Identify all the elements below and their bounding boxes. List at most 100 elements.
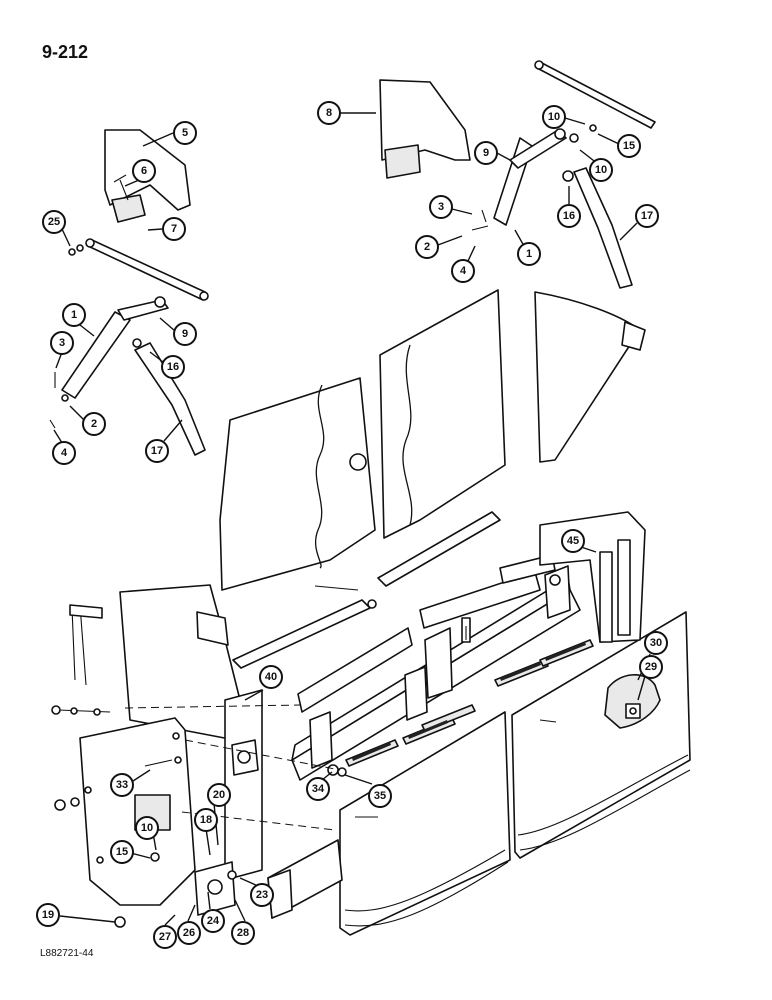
svg-text:23: 23 <box>256 889 268 901</box>
svg-text:9: 9 <box>483 147 489 159</box>
callout-29: 29 <box>639 655 663 679</box>
callout-16-right: 16 <box>557 204 581 228</box>
svg-text:5: 5 <box>182 127 188 139</box>
callout-24: 24 <box>201 909 225 933</box>
svg-text:10: 10 <box>548 111 560 123</box>
callout-6: 6 <box>132 159 156 183</box>
svg-text:15: 15 <box>623 140 635 152</box>
callout-15-right: 15 <box>617 134 641 158</box>
hardware <box>51 574 561 928</box>
callout-40: 40 <box>259 665 283 689</box>
svg-text:10: 10 <box>141 822 153 834</box>
callout-2-left: 2 <box>82 412 106 436</box>
svg-text:29: 29 <box>645 661 657 673</box>
callout-19: 19 <box>36 903 60 927</box>
svg-text:40: 40 <box>265 671 277 683</box>
side-shield-right <box>534 291 646 463</box>
svg-text:19: 19 <box>42 909 54 921</box>
svg-text:9: 9 <box>182 328 188 340</box>
linkage-left <box>49 296 206 456</box>
svg-text:4: 4 <box>460 265 467 277</box>
deflector-panel-right <box>379 79 471 179</box>
cross-tube-upper <box>377 511 501 587</box>
svg-text:1: 1 <box>526 248 532 260</box>
callout-7: 7 <box>162 217 186 241</box>
callout-33: 33 <box>110 773 134 797</box>
svg-text:3: 3 <box>59 337 65 349</box>
svg-text:27: 27 <box>159 931 171 943</box>
svg-text:6: 6 <box>141 165 147 177</box>
callout-28: 28 <box>231 921 255 945</box>
callout-3-right: 3 <box>429 195 453 219</box>
svg-text:26: 26 <box>183 927 195 939</box>
callout-20: 20 <box>207 783 231 807</box>
svg-text:17: 17 <box>641 210 653 222</box>
callout-25: 25 <box>42 210 66 234</box>
callout-23: 23 <box>250 883 274 907</box>
callout-17-left: 17 <box>145 439 169 463</box>
callout-10-right: 10 <box>589 158 613 182</box>
cross-frame <box>291 565 581 781</box>
callout-1-right: 1 <box>517 242 541 266</box>
svg-text:4: 4 <box>61 447 68 459</box>
svg-text:8: 8 <box>326 107 332 119</box>
callout-34: 34 <box>306 777 330 801</box>
svg-text:3: 3 <box>438 201 444 213</box>
callout-4-left: 4 <box>52 441 76 465</box>
callout-2-right: 2 <box>415 235 439 259</box>
callout-5: 5 <box>173 121 197 145</box>
callout-9-left: 9 <box>173 322 197 346</box>
svg-text:7: 7 <box>171 223 177 235</box>
callout-10-top: 10 <box>542 105 566 129</box>
callout-18: 18 <box>194 808 218 832</box>
svg-text:28: 28 <box>237 927 249 939</box>
callout-17-right: 17 <box>635 204 659 228</box>
callout-1-left: 1 <box>62 303 86 327</box>
front-shield-center <box>339 711 511 936</box>
svg-text:33: 33 <box>116 779 128 791</box>
svg-text:34: 34 <box>312 783 325 795</box>
callout-10-bottom: 10 <box>135 816 159 840</box>
guide-slots <box>345 639 594 767</box>
svg-text:16: 16 <box>563 210 575 222</box>
callout-30: 30 <box>644 631 668 655</box>
callout-27: 27 <box>153 925 177 949</box>
svg-text:15: 15 <box>116 846 128 858</box>
side-plate-left <box>69 584 241 741</box>
svg-text:35: 35 <box>374 790 386 802</box>
svg-text:16: 16 <box>167 361 179 373</box>
svg-text:30: 30 <box>650 637 662 649</box>
callout-9-right: 9 <box>474 141 498 165</box>
svg-text:1: 1 <box>71 309 77 321</box>
callout-45: 45 <box>561 529 585 553</box>
cross-tube-lower <box>232 599 371 669</box>
callout-15-bottom: 15 <box>110 840 134 864</box>
end-plate-left <box>79 717 196 906</box>
svg-text:2: 2 <box>424 241 430 253</box>
linkage-right <box>471 124 633 289</box>
support-rod-left <box>68 238 209 301</box>
bearing-plate <box>194 689 263 916</box>
reference-lines <box>124 704 341 831</box>
callout-16-left: 16 <box>161 355 185 379</box>
svg-text:45: 45 <box>567 535 579 547</box>
svg-text:17: 17 <box>151 445 163 457</box>
svg-text:20: 20 <box>213 789 225 801</box>
rear-panel-left <box>219 377 400 591</box>
callout-26: 26 <box>177 921 201 945</box>
svg-text:18: 18 <box>200 814 212 826</box>
support-rod-right <box>534 60 656 129</box>
page-number: 9-212 <box>42 42 89 62</box>
svg-text:25: 25 <box>48 216 60 228</box>
lower-channel <box>267 839 343 919</box>
svg-text:24: 24 <box>207 915 220 927</box>
callout-8: 8 <box>317 101 341 125</box>
svg-text:10: 10 <box>595 164 607 176</box>
drawing-reference-code: L882721-44 <box>40 948 94 959</box>
callout-3-left: 3 <box>50 331 74 355</box>
rear-panel-right <box>379 289 506 539</box>
callout-35: 35 <box>368 784 392 808</box>
callout-4-right: 4 <box>451 259 475 283</box>
svg-text:2: 2 <box>91 418 97 430</box>
